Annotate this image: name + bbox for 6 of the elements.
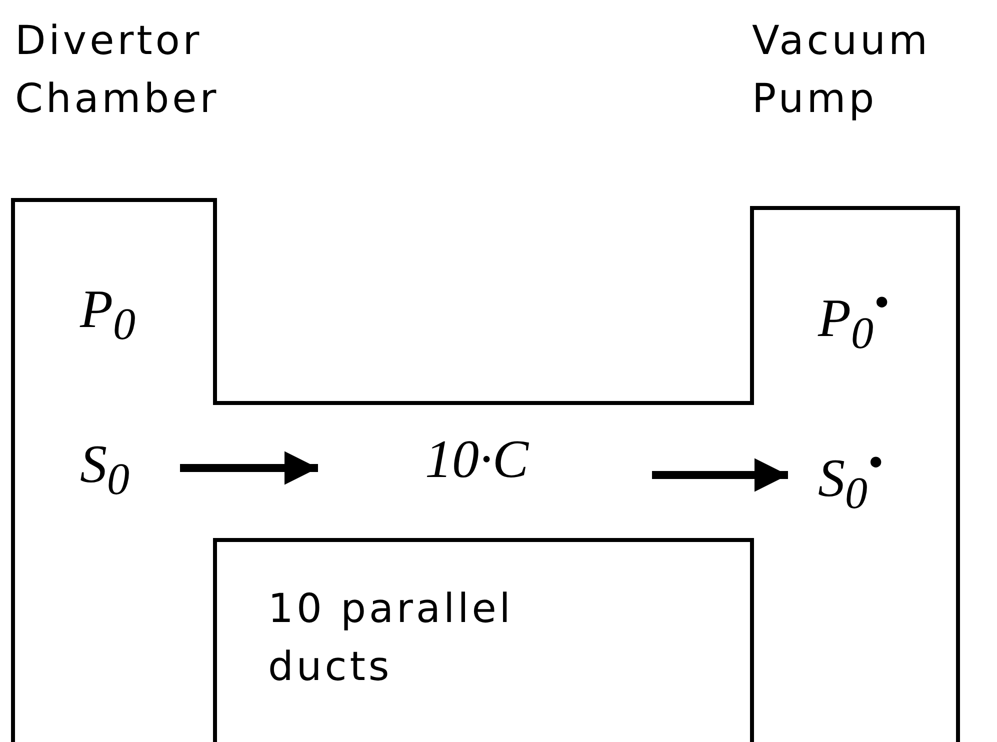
conductance-label: 10·C: [425, 428, 529, 491]
speed-symbol: S$_{0}$: [80, 433, 130, 506]
pressure-symbol: P$_{0}$: [80, 278, 136, 351]
duct-note: 10 parallel ducts: [268, 585, 514, 692]
chamber-label: Divertor Chamber: [15, 17, 220, 124]
pump-label: Vacuum Pump: [752, 17, 932, 124]
